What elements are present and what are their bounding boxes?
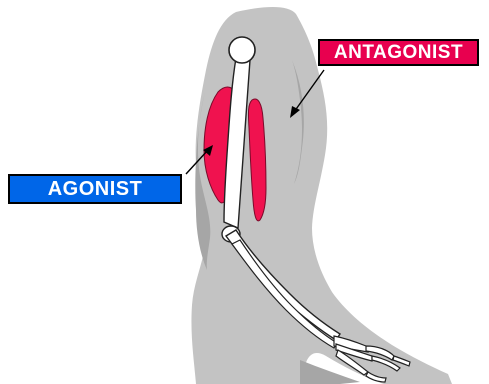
agonist-label: AGONIST: [8, 174, 182, 204]
antagonist-label: ANTAGONIST: [318, 39, 479, 66]
